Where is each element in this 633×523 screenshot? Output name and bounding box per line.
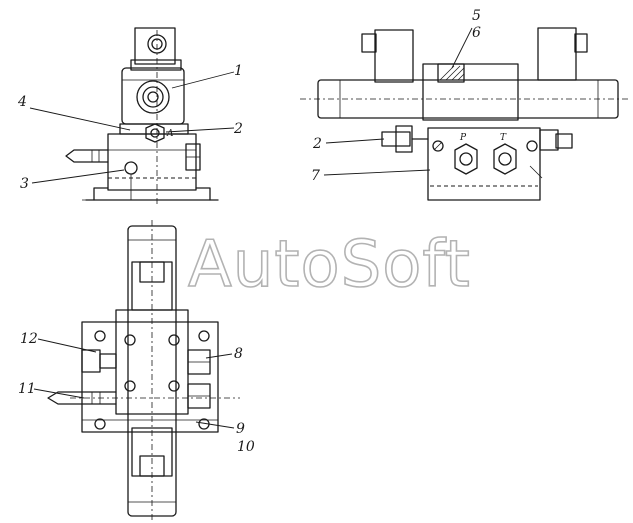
autosoft-watermark: AutoSoft (188, 228, 471, 302)
callout-labels: 1 2 3 4 5 6 2 7 12 8 11 9 10 (17, 8, 481, 455)
view-front: P T (300, 27, 630, 201)
callout-8: 8 (234, 346, 243, 362)
callout-2: 2 (233, 121, 243, 137)
callout-4: 4 (17, 94, 27, 110)
callout-3: 3 (20, 176, 29, 192)
port-label-p: P (459, 133, 467, 143)
callout-1: 1 (234, 63, 243, 79)
callout-9: 9 (236, 421, 245, 437)
port-label-t: T (500, 133, 507, 143)
callout-12: 12 (20, 331, 38, 347)
callout-5: 5 (472, 8, 481, 24)
callout-2-front: 2 (312, 136, 322, 152)
callout-6: 6 (472, 25, 481, 41)
callout-11: 11 (18, 381, 36, 397)
callout-7: 7 (311, 168, 320, 184)
callout-10: 10 (237, 439, 255, 455)
leader-lines (29, 27, 473, 429)
view-side: A (65, 27, 219, 205)
